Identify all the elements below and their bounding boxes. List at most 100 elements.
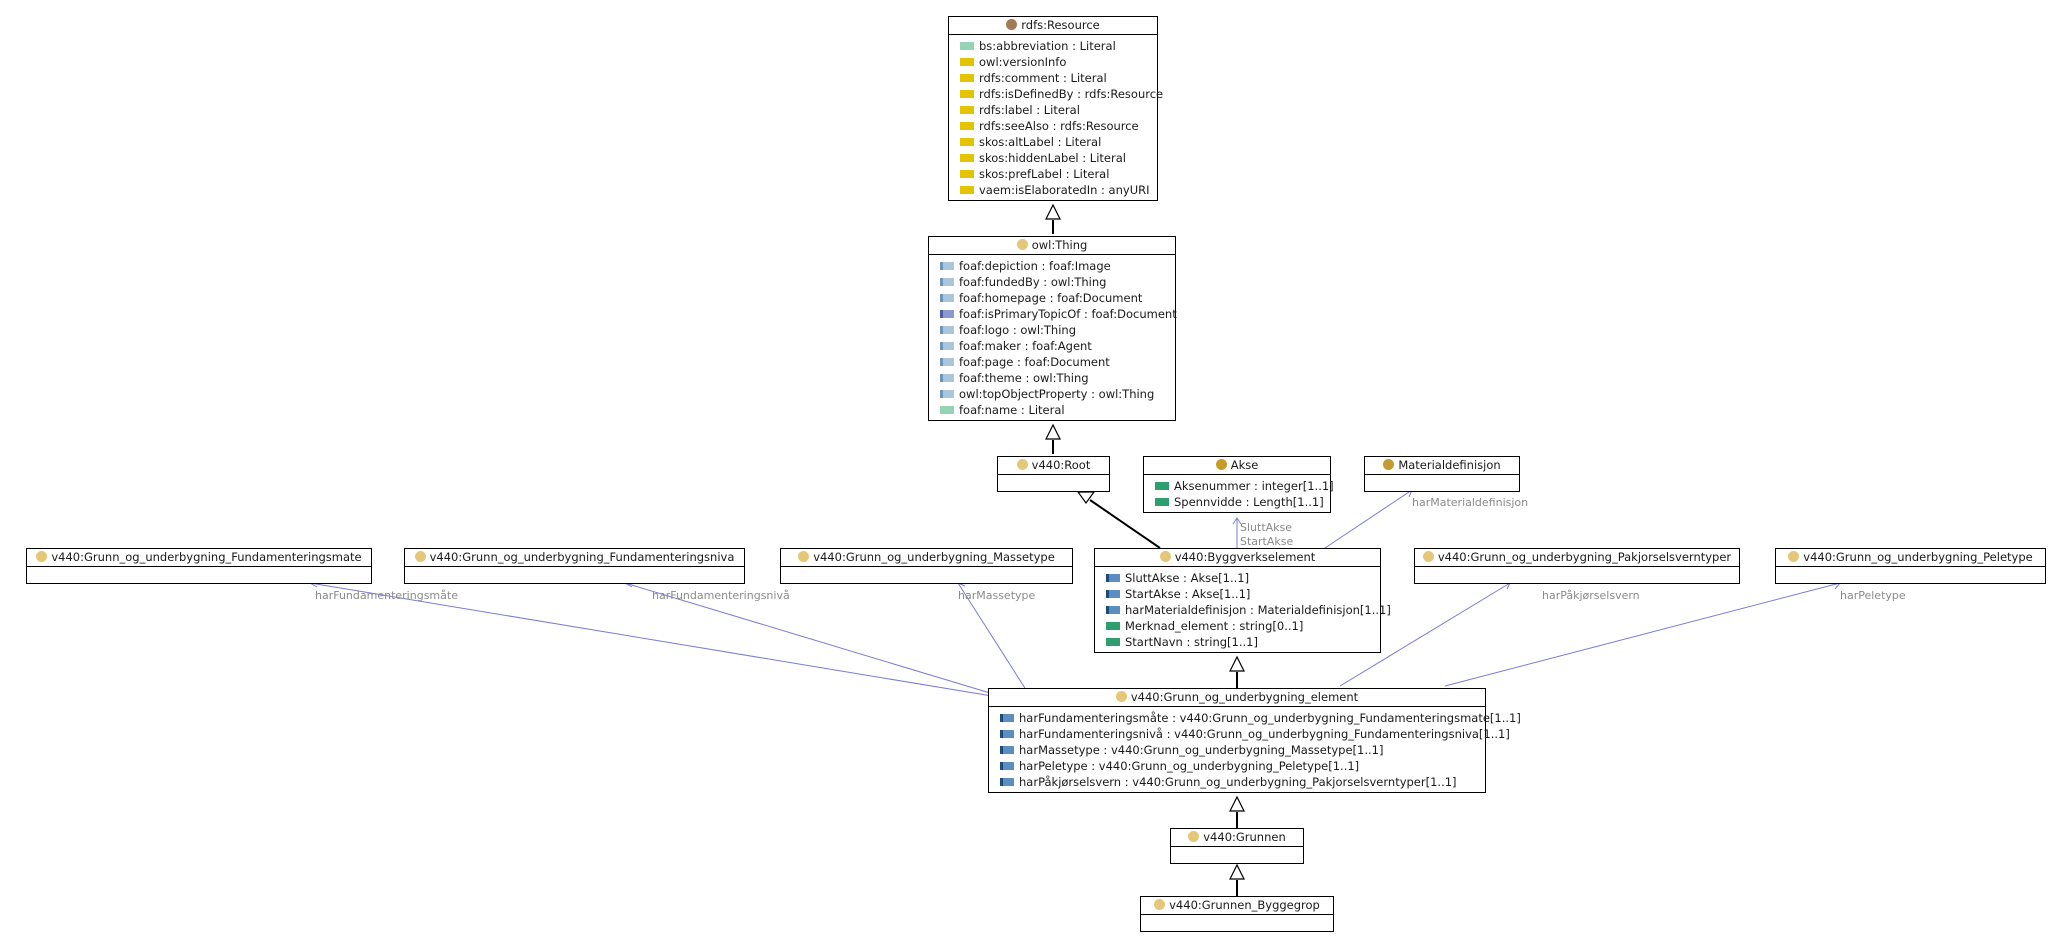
attribute-text: owl:topObjectProperty : owl:Thing [959,387,1155,401]
object-property-icon [940,278,954,286]
attribute-row: foaf:page : foaf:Document [929,354,1175,370]
class-fundamenteringsniva[interactable]: v440:Grunn_og_underbygning_Fundamenterin… [404,548,745,584]
attribute-row: skos:hiddenLabel : Literal [949,150,1157,166]
object-property-icon [1000,746,1014,754]
inherit-arrow-thing [1045,423,1061,440]
attribute-list [1141,915,1333,931]
class-byggverkselement[interactable]: v440:Byggverkselement SluttAkse : Akse[1… [1094,548,1391,653]
data-property-icon [1106,622,1120,630]
class-circle-icon [36,551,48,562]
class-name: Materialdefinisjon [1398,458,1501,472]
attribute-row: owl:versionInfo [949,54,1157,70]
attribute-row: rdfs:comment : Literal [949,70,1157,86]
attribute-text: vaem:isElaboratedIn : anyURI [979,183,1150,197]
attribute-row: foaf:logo : owl:Thing [929,322,1175,338]
object-property-icon [940,326,954,334]
annotation-property-icon [960,42,974,50]
attribute-row: harMassetype : v440:Grunn_og_underbygnin… [989,742,1485,758]
attribute-list: Aksenummer : integer[1..1] Spennvidde : … [1144,475,1334,512]
attribute-text: foaf:isPrimaryTopicOf : foaf:Document [959,307,1177,321]
attribute-list: harFundamenteringsmåte : v440:Grunn_og_u… [989,707,1521,792]
link-label-harpeletype: harPeletype [1840,589,1906,602]
class-rdfs-resource[interactable]: rdfs:Resource bs:abbreviation : Literal … [948,16,1163,201]
attribute-text: owl:versionInfo [979,55,1067,69]
data-property-icon [1106,638,1120,646]
class-peletype[interactable]: v440:Grunn_og_underbygning_Peletype [1775,548,2046,584]
class-v440-grunnen[interactable]: v440:Grunnen [1170,828,1304,864]
class-circle-icon [1006,19,1018,30]
class-header: rdfs:Resource [949,17,1157,35]
attribute-text: foaf:depiction : foaf:Image [959,259,1111,273]
assoc-line-harfundamenteringsniva [624,582,1001,697]
datatype-property-icon [960,138,974,146]
object-property-icon [940,358,954,366]
attribute-row: skos:altLabel : Literal [949,134,1157,150]
datatype-property-icon [960,74,974,82]
class-name: v440:Grunn_og_underbygning_Fundamenterin… [429,550,735,564]
class-grunn-og-underbygning-element[interactable]: v440:Grunn_og_underbygning_element harFu… [988,688,1521,793]
class-name: v440:Grunn_og_underbygning_Massetype [813,550,1055,564]
inherit-arrow-gou-element [1229,795,1245,812]
class-massetype[interactable]: v440:Grunn_og_underbygning_Massetype [780,548,1073,584]
attribute-text: foaf:maker : foaf:Agent [959,339,1092,353]
class-materialdefinisjon[interactable]: Materialdefinisjon [1364,456,1520,492]
attribute-row: foaf:fundedBy : owl:Thing [929,274,1175,290]
class-v440-grunnen-byggegrop[interactable]: v440:Grunnen_Byggegrop [1140,896,1334,932]
class-header: v440:Grunn_og_underbygning_Pakjorselsver… [1415,549,1739,567]
object-property-icon [1106,606,1120,614]
object-property-icon [940,262,954,270]
link-label-startakse: StartAkse [1240,535,1294,548]
object-property-icon [1000,730,1014,738]
attribute-text: foaf:fundedBy : owl:Thing [959,275,1107,289]
class-header: v440:Root [998,457,1109,475]
object-property-icon [1000,762,1014,770]
attribute-text: rdfs:label : Literal [979,103,1080,117]
class-owl-thing[interactable]: owl:Thing foaf:depiction : foaf:Image fo… [928,236,1177,421]
class-name: rdfs:Resource [1021,18,1100,32]
class-name: v440:Grunn_og_underbygning_Peletype [1803,550,2033,564]
attribute-row: foaf:name : Literal [929,402,1175,418]
attribute-text: StartNavn : string[1..1] [1125,635,1258,649]
inherit-arrow-byggverkselement [1229,655,1245,672]
assoc-arrow-akse [1232,517,1242,525]
attribute-row: rdfs:label : Literal [949,102,1157,118]
attribute-text: skos:altLabel : Literal [979,135,1102,149]
class-header: v440:Byggverkselement [1095,549,1380,567]
attribute-list [27,567,371,583]
datatype-property-icon [960,122,974,130]
class-circle-icon [1422,551,1434,562]
class-header: Materialdefinisjon [1365,457,1519,475]
attribute-text: Spennvidde : Length[1..1] [1174,495,1324,509]
class-name: v440:Grunn_og_underbygning_element [1130,690,1359,704]
attribute-row: rdfs:seeAlso : rdfs:Resource [949,118,1157,134]
class-header: v440:Grunn_og_underbygning_element [989,689,1485,707]
assoc-line-harfundamenteringsmate [309,582,993,697]
class-v440-root[interactable]: v440:Root [997,456,1110,492]
attribute-text: bs:abbreviation : Literal [979,39,1116,53]
object-property-icon [940,374,954,382]
attribute-list [1365,475,1519,491]
attribute-text: harMaterialdefinisjon : Materialdefinisj… [1125,603,1391,617]
object-property-icon [1106,574,1120,582]
class-name: v440:Byggverkselement [1174,550,1316,564]
attribute-row: foaf:maker : foaf:Agent [929,338,1175,354]
class-circle-icon [1016,239,1028,250]
assoc-line-harmassetype [957,582,1031,697]
attribute-list [998,475,1109,491]
attribute-text: foaf:logo : owl:Thing [959,323,1077,337]
class-circle-icon [1188,831,1200,842]
attribute-row: bs:abbreviation : Literal [949,38,1157,54]
class-name: v440:Grunnen_Byggegrop [1169,898,1320,912]
attribute-text: Aksenummer : integer[1..1] [1174,479,1334,493]
class-pakjorselsverntyper[interactable]: v440:Grunn_og_underbygning_Pakjorselsver… [1414,548,1740,584]
data-property-icon [1155,482,1169,490]
assoc-line-harpakjorselsvern [1339,582,1511,687]
annotation-property-icon [940,406,954,414]
datatype-property-icon [960,58,974,66]
attribute-text: foaf:page : foaf:Document [959,355,1110,369]
assoc-line-harmaterialdefinisjon [1324,489,1413,549]
class-akse[interactable]: Akse Aksenummer : integer[1..1] Spennvid… [1143,456,1334,513]
attribute-row: vaem:isElaboratedIn : anyURI [949,182,1157,198]
class-fundamenteringsmate[interactable]: v440:Grunn_og_underbygning_Fundamenterin… [26,548,372,584]
attribute-text: harPeletype : v440:Grunn_og_underbygning… [1019,759,1360,773]
